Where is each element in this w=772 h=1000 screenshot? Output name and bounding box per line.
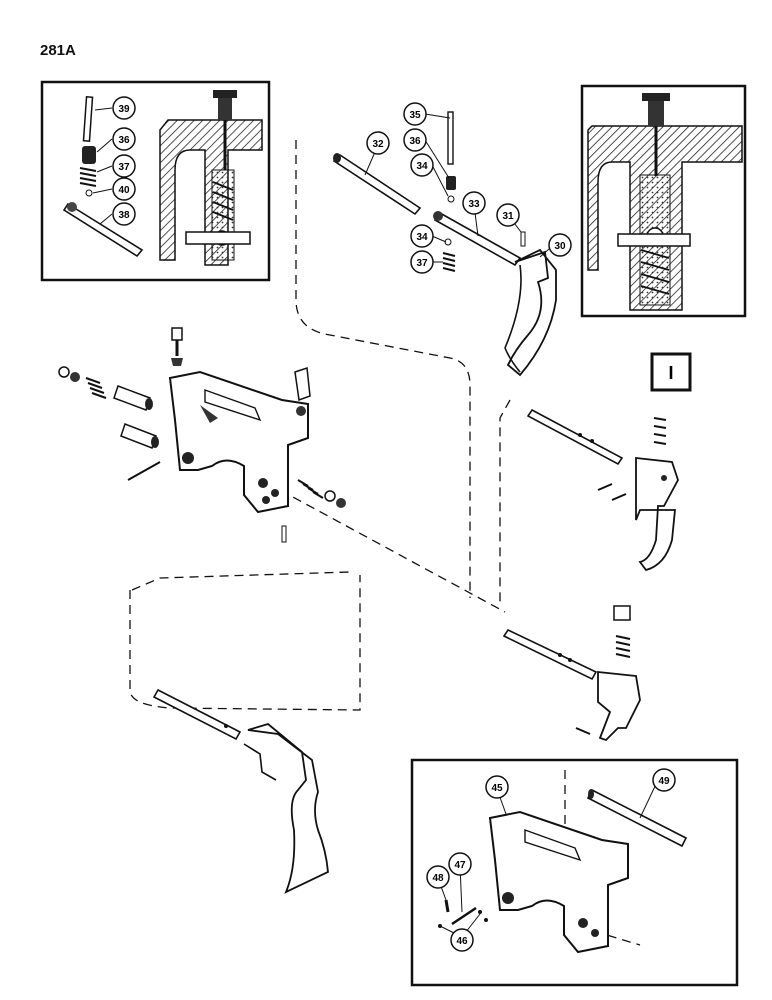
callout-30: 30 [548, 233, 572, 257]
shifter-housing [168, 370, 309, 514]
callout-33: 33 [462, 191, 486, 215]
callout-36: 36 [112, 127, 136, 151]
inset-detail-right [580, 84, 747, 318]
svg-text:35: 35 [409, 110, 421, 121]
shift-rail-part [332, 153, 422, 216]
callout-49: 49 [652, 768, 676, 792]
roll-pin-part [597, 483, 613, 491]
svg-text:34: 34 [416, 161, 428, 172]
housing-cross-section [159, 90, 263, 266]
sleeve-part [120, 423, 159, 449]
roll-pin-part [520, 231, 526, 247]
svg-text:45: 45 [491, 783, 503, 794]
roll-pin-part [281, 525, 287, 543]
svg-text:37: 37 [118, 162, 130, 173]
nut-washer-set [58, 366, 107, 399]
spring-part [79, 167, 97, 187]
sleeve-part [446, 176, 456, 190]
bolt-part [294, 366, 311, 416]
housing-cross-section [587, 93, 743, 311]
roll-pin-part [127, 461, 161, 481]
callout-39: 39 [112, 96, 136, 120]
svg-text:47: 47 [454, 860, 466, 871]
sleeve-part [82, 146, 96, 164]
spring-part [297, 479, 324, 499]
callout-46: 46 [450, 928, 474, 952]
ball-part [484, 918, 488, 922]
svg-text:39: 39 [118, 104, 130, 115]
roll-pin-part [444, 899, 450, 913]
callout-31: 31 [496, 203, 520, 227]
shift-rail-part [502, 628, 598, 681]
page-number: 281A [40, 42, 76, 59]
pin-part [82, 96, 94, 142]
callout-35: 35 [403, 102, 427, 126]
shift-fork-part [243, 722, 329, 894]
shift-rail-part [152, 688, 242, 741]
svg-text:46: 46 [456, 936, 468, 947]
callout-47: 47 [448, 852, 472, 876]
shift-rail-part [526, 408, 624, 466]
shift-rod-part [62, 202, 144, 258]
svg-text:48: 48 [432, 873, 444, 884]
roll-pin-part [611, 493, 627, 501]
shifter-housing [488, 810, 629, 954]
plunger-rod-part [433, 211, 522, 267]
callout-37: 37 [112, 154, 136, 178]
inset-detail-bottom [410, 758, 739, 987]
svg-text:49: 49 [658, 776, 670, 787]
svg-text:30: 30 [554, 241, 566, 252]
spring-part [615, 635, 631, 658]
callout-36: 36 [403, 128, 427, 152]
legend-box: I [650, 352, 692, 392]
callout-45: 45 [485, 775, 509, 799]
nut-part [324, 490, 336, 502]
ball-part [85, 189, 93, 197]
svg-text:31: 31 [502, 211, 514, 222]
spring-part [442, 252, 456, 272]
svg-text:33: 33 [468, 199, 480, 210]
roll-pin-part [451, 906, 477, 926]
callout-32: 32 [366, 131, 390, 155]
callout-leaders [92, 107, 658, 938]
svg-text:36: 36 [118, 135, 130, 146]
svg-text:40: 40 [118, 185, 130, 196]
svg-text:37: 37 [416, 258, 428, 269]
svg-text:34: 34 [416, 232, 428, 243]
callout-34: 34 [410, 224, 434, 248]
svg-text:32: 32 [372, 139, 384, 150]
ball-part [447, 195, 455, 203]
shift-rail-part [586, 788, 688, 848]
svg-text:I: I [668, 363, 673, 383]
callout-34: 34 [410, 153, 434, 177]
shift-fork-part [597, 671, 641, 742]
shift-fork-part [635, 456, 679, 572]
callout-37: 37 [410, 250, 434, 274]
svg-text:38: 38 [118, 210, 130, 221]
callout-48: 48 [426, 865, 450, 889]
svg-text:36: 36 [409, 136, 421, 147]
shift-fork-part [504, 248, 557, 377]
spring-part [653, 417, 667, 445]
inset-detail-left [40, 80, 271, 282]
bolt-part [171, 327, 183, 366]
plug-part [613, 605, 631, 621]
ball-part [478, 910, 482, 914]
sleeve-part [113, 385, 153, 411]
washer-part [336, 498, 346, 508]
roll-pin-part [575, 727, 591, 735]
callout-40: 40 [112, 177, 136, 201]
callout-38: 38 [112, 202, 136, 226]
pin-part [447, 111, 454, 165]
